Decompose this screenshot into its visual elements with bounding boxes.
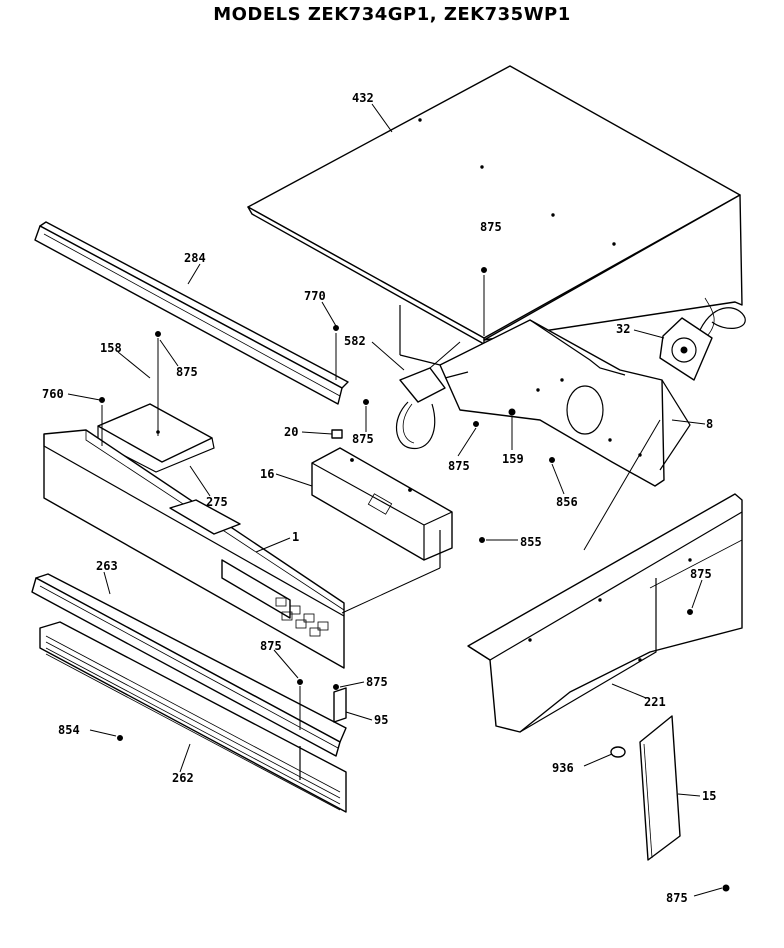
callout-8: 8 [706,417,713,431]
callout-875-bottom: 875 [666,891,688,905]
callout-854: 854 [58,723,80,737]
callout-15: 15 [702,789,716,803]
callout-875-b: 875 [352,432,374,446]
control-panel-part [43,429,345,669]
side-panel-221 [467,493,743,733]
wiring-harness-part [395,367,469,449]
callout-leaders [67,103,723,897]
control-board-part [311,447,453,568]
diagram-title: MODELS ZEK734GP1, ZEK735WP1 [213,4,571,25]
connector-936 [610,746,626,758]
callout-770: 770 [304,289,326,303]
callout-875-top: 875 [480,220,502,234]
callout-856: 856 [556,495,578,509]
callout-262: 262 [172,771,194,785]
callout-875-a: 875 [176,365,198,379]
callout-221: 221 [644,695,666,709]
callout-263: 263 [96,559,118,573]
callout-875-c: 875 [448,459,470,473]
callout-875-right: 875 [690,567,712,581]
callout-284: 284 [184,251,206,265]
callout-936: 936 [552,761,574,775]
callout-760: 760 [42,387,64,401]
panel-15 [639,715,681,861]
callout-582: 582 [344,334,366,348]
assembly-lines [101,275,661,730]
callout-20: 20 [284,425,298,439]
screws [99,267,730,892]
switch-20 [331,429,343,439]
bracket-95 [333,687,347,723]
callout-875-d: 875 [260,639,282,653]
callout-275: 275 [206,495,228,509]
vent-grille-262 [39,621,347,813]
fan-part [659,297,746,381]
trim-bar-284 [34,221,349,405]
callout-1: 1 [292,530,299,544]
callout-875-e: 875 [366,675,388,689]
callout-855: 855 [520,535,542,549]
top-cover-part [247,65,743,366]
callout-159: 159 [502,452,524,466]
back-panel-part [439,319,691,487]
callout-32: 32 [616,322,630,336]
callout-158: 158 [100,341,122,355]
vent-trim-263 [31,573,347,757]
callout-16: 16 [260,467,274,481]
callout-95: 95 [374,713,388,727]
callout-432: 432 [352,91,374,105]
